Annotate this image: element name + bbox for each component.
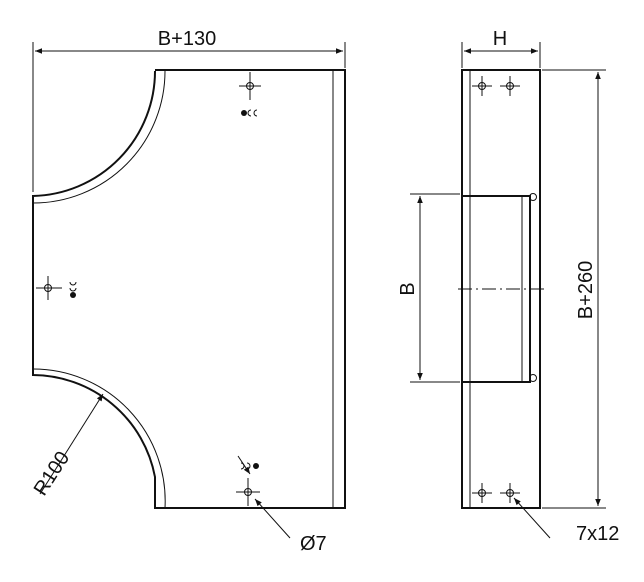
tee-inner-curve-bottom bbox=[32, 368, 166, 509]
length-dimension-label: B+260 bbox=[575, 261, 597, 319]
inner-dimension-label: B bbox=[397, 282, 419, 295]
hole-dimension-leader-upper bbox=[237, 455, 251, 475]
slot-marker-bottom-right bbox=[500, 483, 520, 503]
side-view: H B B+260 bbox=[397, 28, 619, 545]
hole-marker-bottom bbox=[236, 462, 260, 506]
tee-outline bbox=[32, 69, 346, 509]
hole-dimension-leader-lower bbox=[254, 498, 291, 539]
slot-dimension-leader bbox=[513, 497, 551, 539]
front-view: B+130 bbox=[30, 28, 346, 555]
slot-marker-bottom-left bbox=[472, 483, 492, 503]
width-dimension-label: B+130 bbox=[158, 28, 216, 50]
slot-marker-top-right bbox=[500, 76, 520, 96]
hole-marker-left bbox=[36, 276, 77, 300]
tee-inner-curve-top bbox=[32, 69, 166, 204]
height-dimension-label: H bbox=[493, 28, 507, 50]
channel-lip-bottom bbox=[529, 374, 537, 382]
hole-marker-top bbox=[239, 72, 261, 117]
slot-dimension-label: 7x12 bbox=[576, 523, 619, 545]
hole-dimension-label: Ø7 bbox=[300, 533, 327, 555]
channel-lip-top bbox=[529, 193, 537, 201]
radius-dimension-leader bbox=[39, 393, 104, 495]
radius-dimension-label: R100 bbox=[30, 448, 74, 500]
slot-marker-top-left bbox=[472, 76, 492, 96]
